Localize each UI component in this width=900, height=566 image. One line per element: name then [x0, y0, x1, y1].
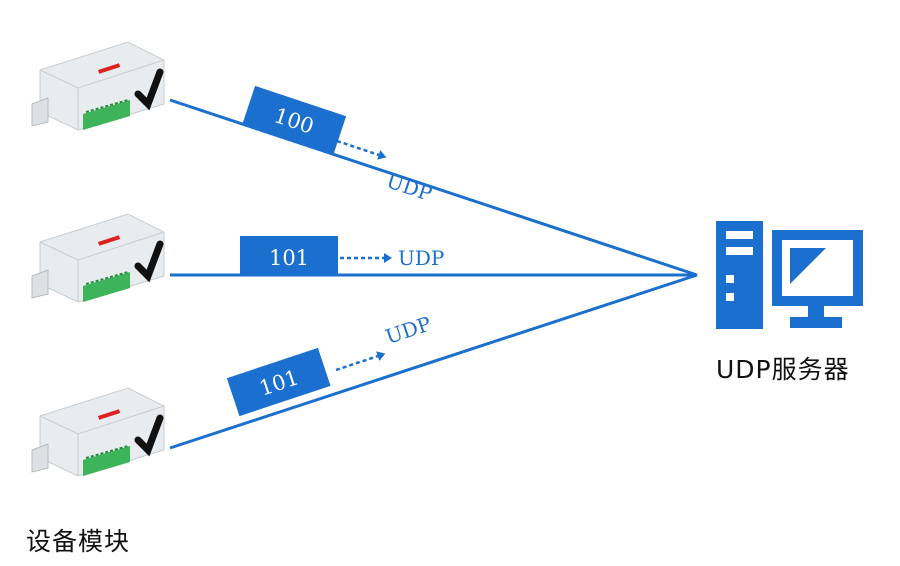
- protocol-label-1: UDP: [384, 168, 436, 205]
- desktop-computer-icon: [716, 221, 863, 329]
- dashed-arrow-1: [336, 139, 380, 157]
- device-module-2: [32, 214, 164, 302]
- protocol-label-3: UDP: [383, 311, 435, 348]
- link-line-3: [169, 273, 698, 450]
- packet-1: [242, 85, 347, 155]
- dashed-arrow-3: [335, 354, 379, 372]
- arrow-head-icon: [384, 253, 392, 263]
- link-line-1: [169, 98, 698, 277]
- protocol-label-2: UDP: [398, 246, 444, 270]
- server-label: UDP服务器: [716, 355, 850, 384]
- devices-label: 设备模块: [26, 527, 131, 556]
- device-module-1: [32, 42, 164, 130]
- arrow-head-icon: [376, 351, 386, 361]
- arrow-head-icon: [377, 150, 387, 160]
- packet-3: [226, 347, 331, 417]
- device-module-3: [32, 388, 164, 476]
- packet-2: [240, 236, 338, 276]
- packet-2-label: 101: [269, 246, 309, 270]
